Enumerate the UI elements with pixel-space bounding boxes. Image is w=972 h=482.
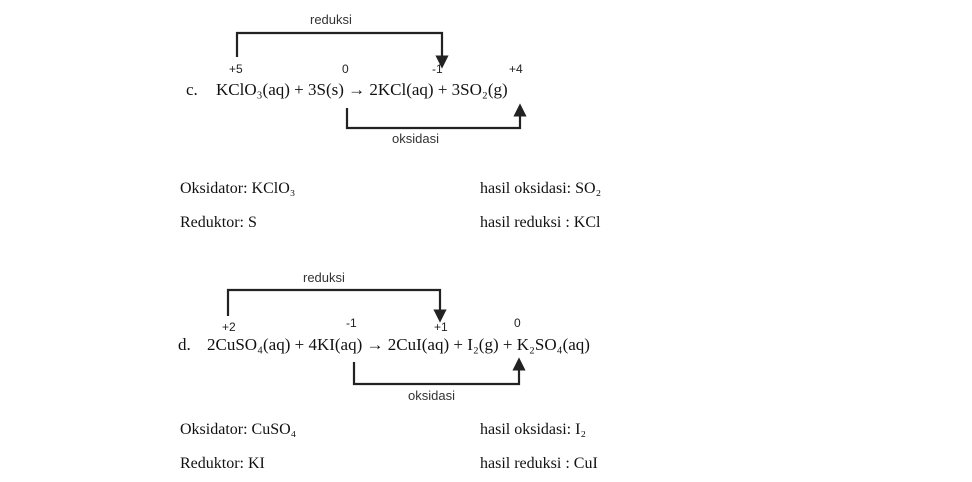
oxidation-number: -1 [432,62,443,76]
equation: 2CuSO₄(aq) + 4KI(aq) → 2CuI(aq) + I₂(g) … [207,335,590,354]
oxidation-number: +1 [434,320,448,334]
oxidation-bracket-c [345,103,527,130]
oxidation-number: +4 [509,62,523,76]
oxidizer: Oksidator: KClO₃ [180,180,296,197]
oxidizer: Oksidator: CuSO₄ [180,421,297,438]
equation: KClO₃(aq) + 3S(s) → 2KCl(aq) + 3SO₂(g) [216,80,508,99]
oxidation-bracket-d [352,357,526,386]
reduction-product: hasil reduksi : KCl [480,214,601,231]
oxidation-product: hasil oksidasi: I₂ [480,421,587,438]
oxidation-number: -1 [346,316,357,330]
oxidation-number: 0 [514,316,521,330]
item-label: d. [178,335,191,354]
reduction-bracket-c [235,31,449,69]
oxidation-number: +5 [229,62,243,76]
oxidation-label: oksidasi [392,131,439,146]
reduction-product: hasil reduksi : CuI [480,455,598,472]
item-label: c. [186,80,198,99]
oxidation-number: +2 [222,320,236,334]
reduction-label: reduksi [310,12,352,27]
reduction-bracket-d [226,288,447,323]
oxidation-number: 0 [342,62,349,76]
reduction-label: reduksi [303,270,345,285]
oxidation-product: hasil oksidasi: SO₂ [480,180,602,197]
reducer: Reduktor: KI [180,455,265,472]
oxidation-label: oksidasi [408,388,455,403]
reducer: Reduktor: S [180,214,257,231]
